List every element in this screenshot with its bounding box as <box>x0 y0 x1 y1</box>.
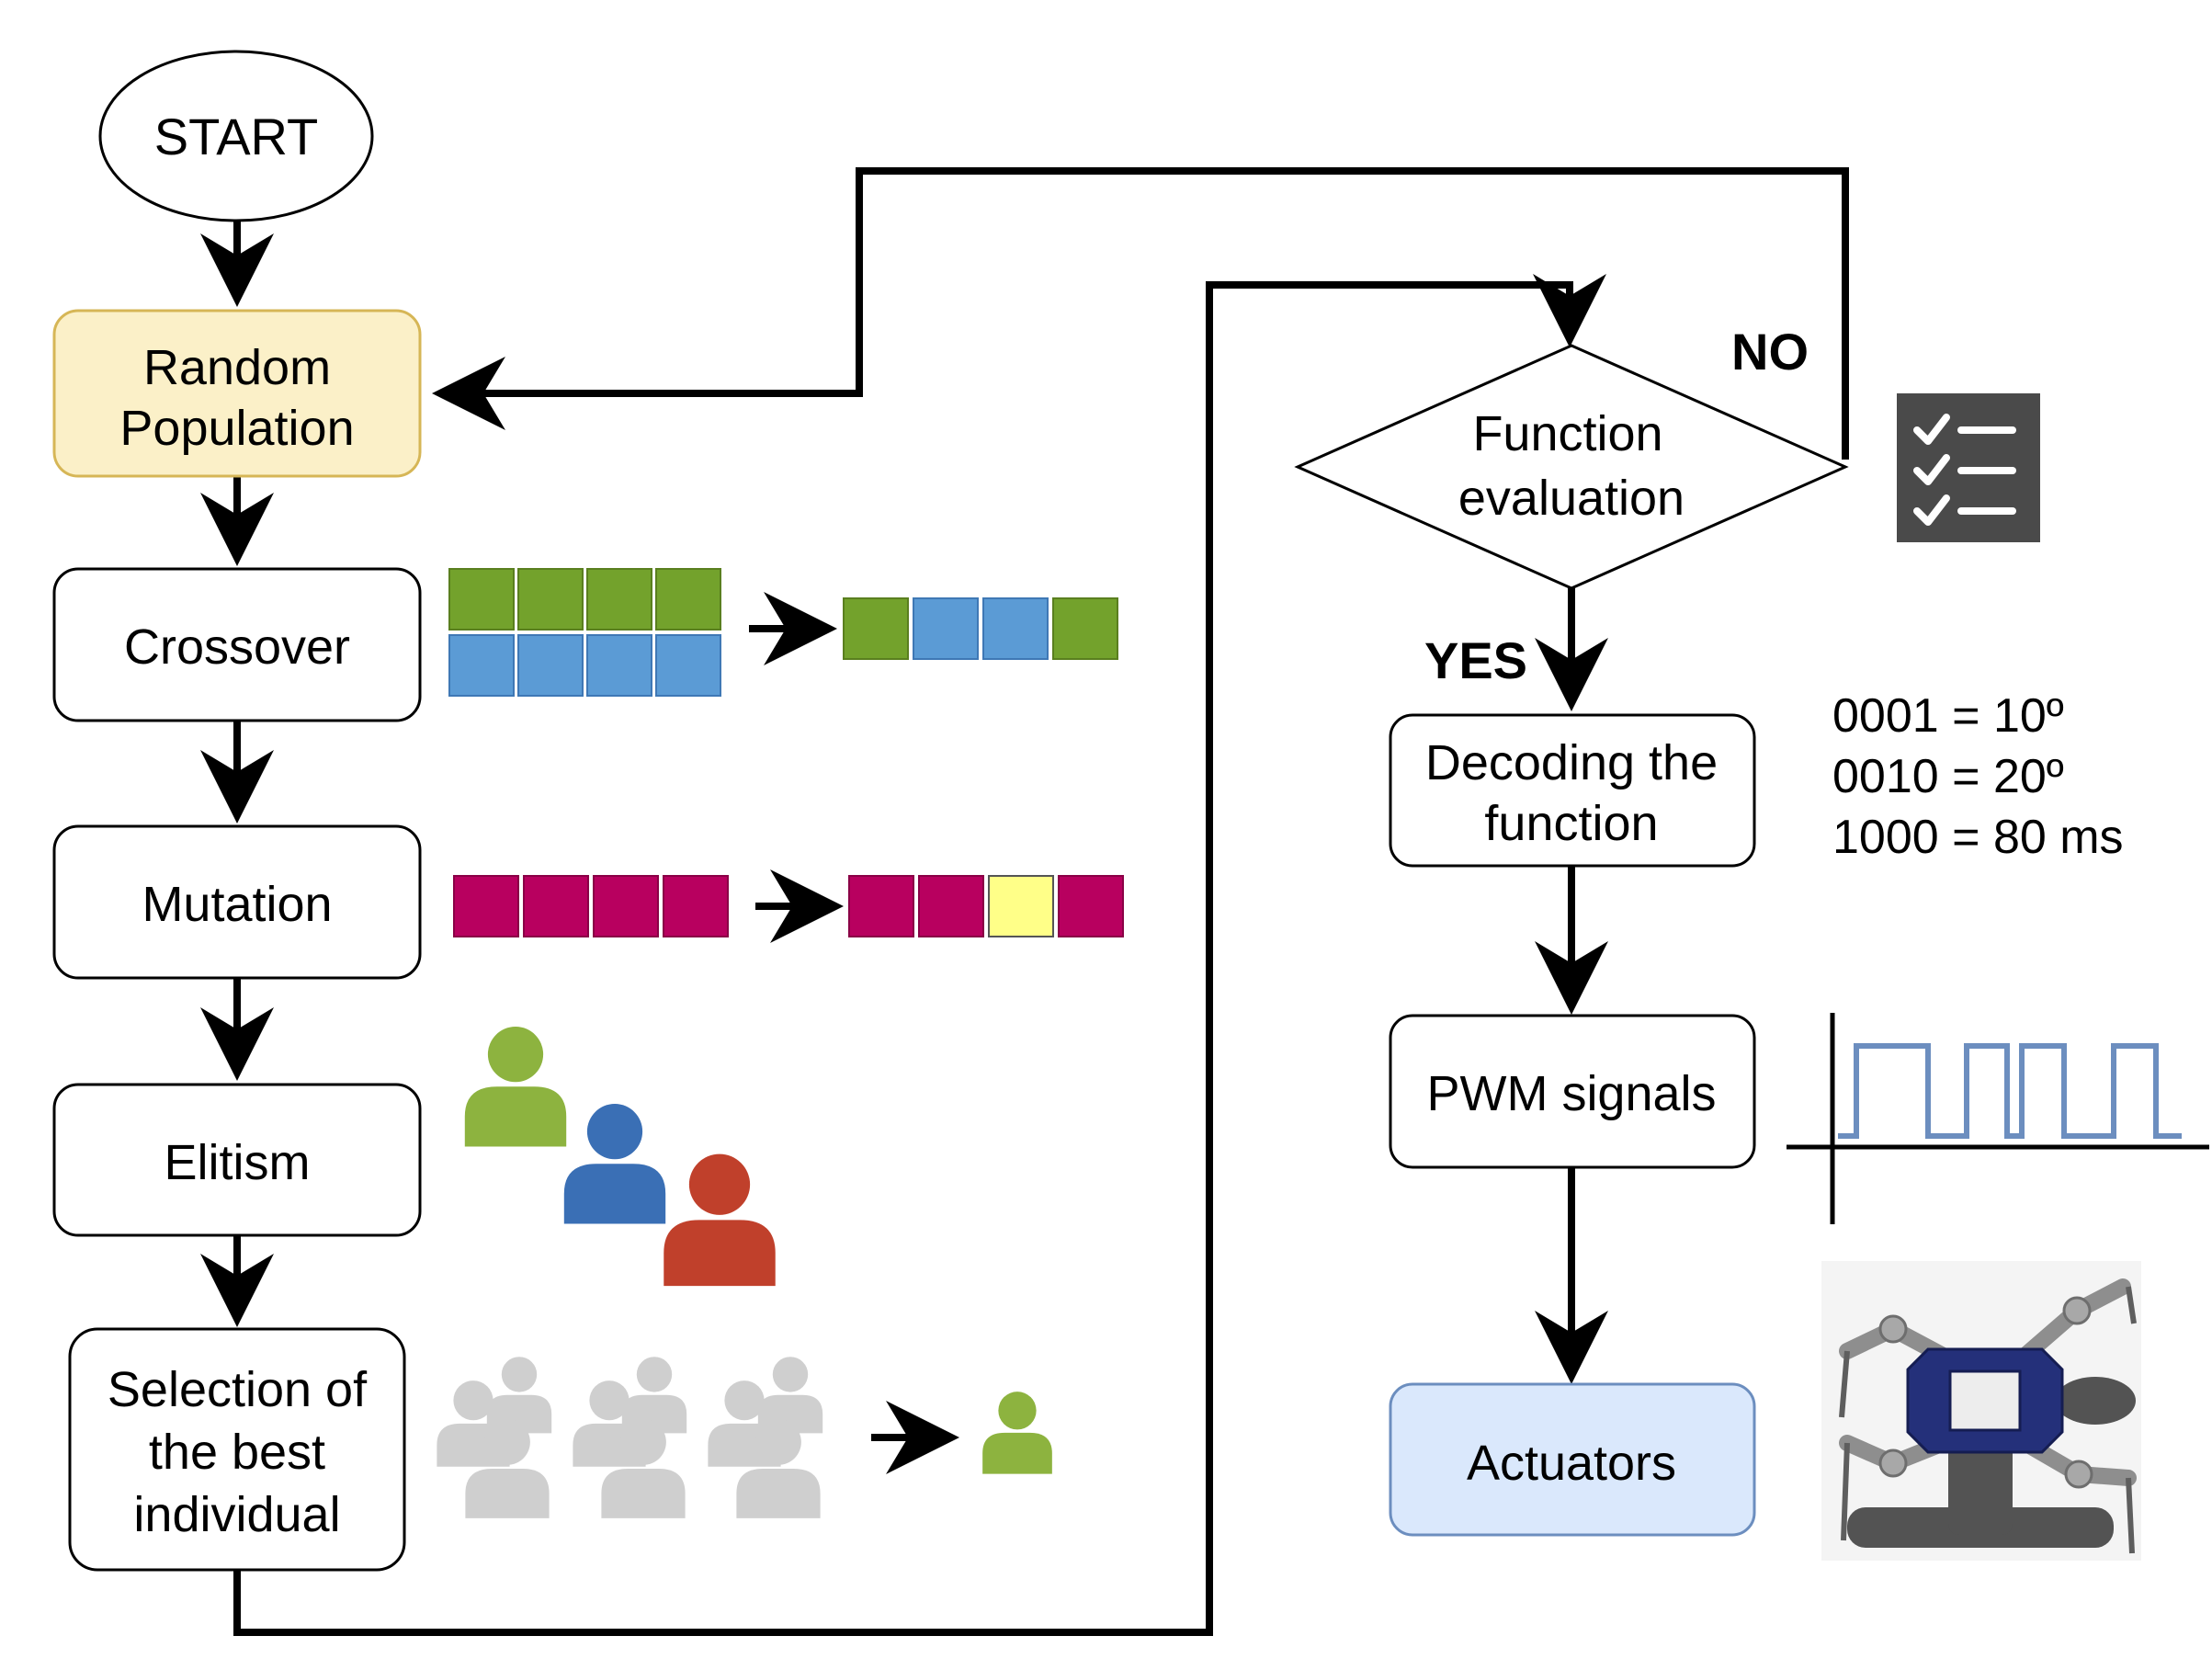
selection-line3: individual <box>133 1487 340 1542</box>
crossover-offspring <box>843 597 1118 660</box>
arrow-no-to-random <box>432 167 1849 460</box>
arrow-selection-to-evaluation <box>233 274 1606 1636</box>
gene-green <box>586 568 652 631</box>
gene-blue <box>448 634 515 697</box>
decoding-example: 0001 = 10º <box>1832 689 2064 743</box>
evaluation-line1: Function <box>1472 406 1662 461</box>
no-branch-label: NO <box>1731 323 1809 381</box>
elitism-node: Elitism <box>52 1083 422 1237</box>
gene-magenta <box>848 875 914 937</box>
left-connectors <box>200 167 1849 1636</box>
start-node: START <box>98 50 374 222</box>
gene-magenta <box>593 875 659 937</box>
selection-line2: the best <box>149 1425 325 1480</box>
elitism-people <box>464 1027 776 1287</box>
person-icon <box>563 1104 666 1224</box>
selection-line1: Selection of <box>108 1362 368 1417</box>
start-label: START <box>154 108 318 165</box>
checklist-icon <box>1897 393 2040 542</box>
elitism-label: Elitism <box>164 1135 311 1190</box>
decoding-example: 0010 = 20º <box>1832 750 2064 803</box>
gene-green <box>517 568 584 631</box>
gene-magenta <box>918 875 984 937</box>
evaluation-line2: evaluation <box>1458 471 1685 526</box>
gene-blue <box>913 597 979 660</box>
crossover-genes-parent2 <box>448 634 721 697</box>
yes-branch-label: YES <box>1424 631 1527 689</box>
gene-magenta <box>663 875 729 937</box>
gene-green <box>448 568 515 631</box>
random-population-line1: Random <box>143 340 331 395</box>
mutation-genes-before <box>453 875 729 937</box>
pwm-label: PWM signals <box>1426 1066 1716 1121</box>
person-icon <box>757 1357 823 1434</box>
selection-crowd <box>437 1357 823 1518</box>
random-population-node: Random Population <box>52 309 422 478</box>
crossover-genes-illustration <box>448 568 721 631</box>
function-evaluation-node: Function evaluation <box>1294 344 1849 590</box>
person-icon <box>464 1027 567 1147</box>
decoding-example: 1000 = 80 ms <box>1832 811 2124 864</box>
gene-green <box>843 597 909 660</box>
gene-magenta <box>453 875 519 937</box>
crossover-label: Crossover <box>124 619 350 675</box>
person-icon <box>621 1357 687 1434</box>
gene-mutated-yellow <box>988 875 1054 937</box>
mutation-label: Mutation <box>142 877 332 932</box>
mutation-genes-after <box>848 875 1124 937</box>
crossover-node: Crossover <box>52 567 422 722</box>
actuators-label: Actuators <box>1467 1436 1676 1491</box>
gene-green <box>1052 597 1118 660</box>
gene-blue <box>982 597 1049 660</box>
hexapod-robot-icon <box>1821 1261 2141 1561</box>
person-icon <box>664 1153 776 1287</box>
gene-blue <box>655 634 721 697</box>
decoding-line1: Decoding the <box>1425 735 1718 790</box>
gene-blue <box>586 634 652 697</box>
pwm-node: PWM signals <box>1389 1014 1756 1169</box>
person-icon <box>982 1392 1052 1474</box>
person-icon <box>486 1357 552 1434</box>
gene-magenta <box>1058 875 1124 937</box>
decoding-line2: function <box>1484 796 1658 851</box>
gene-blue <box>517 634 584 697</box>
pwm-waveform-icon <box>1787 1013 2209 1224</box>
decoding-examples: 0001 = 10º 0010 = 20º 1000 = 80 ms <box>1832 689 2124 864</box>
random-population-line2: Population <box>119 401 354 456</box>
mutation-node: Mutation <box>52 824 422 980</box>
gene-green <box>655 568 721 631</box>
gene-magenta <box>523 875 589 937</box>
selection-node: Selection of the best individual <box>68 1327 406 1572</box>
decoding-node: Decoding the function <box>1389 713 1756 868</box>
actuators-node: Actuators <box>1389 1382 1756 1537</box>
